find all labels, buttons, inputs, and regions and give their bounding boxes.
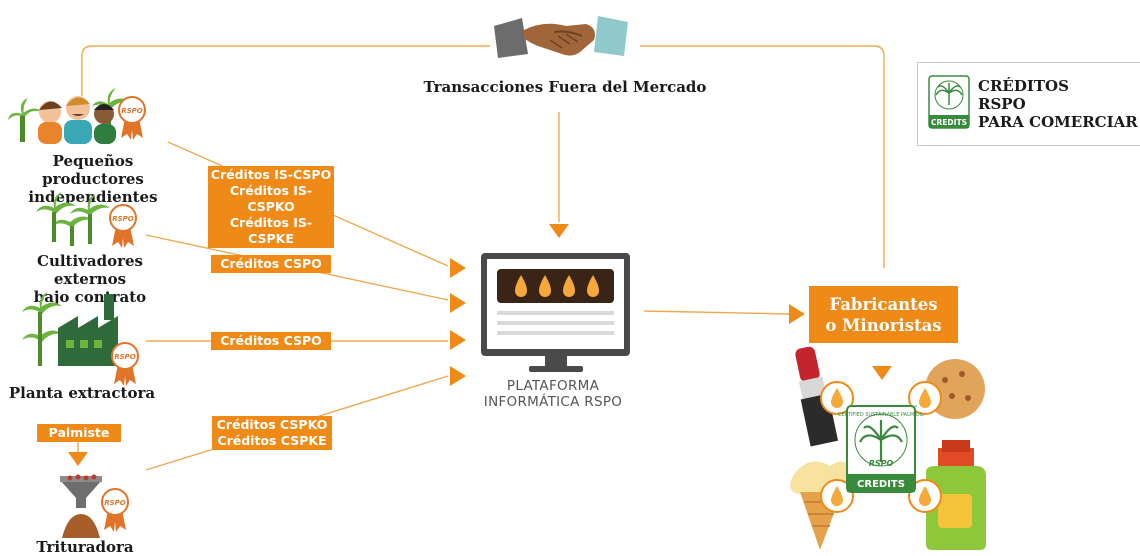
kernel-credits-tag: Créditos CSPKO Créditos CSPKE [212, 416, 332, 450]
crusher-icon [60, 474, 102, 538]
rspo-credits-logo-icon: CREDITS [928, 75, 970, 129]
manufacturers-box: Fabricantes o Minoristas [809, 286, 958, 343]
legend-text: CRÉDITOS RSPO PARA COMERCIAR [978, 77, 1138, 131]
crusher-label: Trituradora [36, 538, 134, 556]
computer-monitor-icon [481, 253, 630, 372]
outgrowers-label: Cultivadores externos bajo contrato [33, 252, 147, 306]
rspo-medal-icon: RSPO [109, 204, 137, 248]
mill-label: Planta extractora [8, 384, 156, 402]
smallholders-illustration-icon [8, 88, 130, 144]
certified-rspo-text: RSPO [869, 459, 894, 468]
legend-line-2: RSPO [978, 95, 1026, 113]
palm-kernel-tag: Palmiste [37, 424, 121, 442]
svg-text:RSPO: RSPO [112, 215, 134, 223]
outgrowers-palms-icon [36, 192, 110, 246]
legend-badge-text: CREDITS [931, 118, 967, 127]
legend-box: CREDITS CRÉDITOS RSPO PARA COMERCIAR [917, 62, 1140, 146]
svg-text:RSPO: RSPO [121, 107, 143, 115]
off-market-transactions-title: Transacciones Fuera del Mercado [423, 78, 707, 96]
cspo-credits-tag: Créditos CSPO [211, 255, 331, 273]
cspo-credits-tag: Créditos CSPO [211, 332, 331, 350]
rspo-medal-icon: RSPO [118, 96, 146, 140]
legend-line-1: CRÉDITOS [978, 77, 1069, 95]
svg-text:RSPO: RSPO [114, 353, 136, 361]
handshake-icon [494, 16, 628, 58]
smallholders-label: Pequeños productores independientes [28, 152, 157, 206]
rspo-medal-icon: RSPO [101, 488, 129, 532]
certified-credits-text: CREDITS [857, 479, 905, 490]
is-credits-tag: Créditos IS-CSPO Créditos IS-CSPKO Crédi… [208, 166, 334, 248]
certified-arc-text: CERTIFIED SUSTAINABLE PALM OIL [838, 412, 924, 418]
mill-factory-icon [22, 292, 118, 366]
certified-tm-text: ™ [912, 405, 918, 412]
rspo-medal-icon: RSPO [111, 342, 139, 386]
legend-line-3: PARA COMERCIAR [978, 113, 1138, 131]
platform-title: PLATAFORMA INFORMÁTICA RSPO [483, 378, 623, 410]
svg-text:RSPO: RSPO [104, 499, 126, 507]
consumer-products-icon: CERTIFIED SUSTAINABLE PALM OIL RSPO ™ CR… [790, 346, 986, 550]
